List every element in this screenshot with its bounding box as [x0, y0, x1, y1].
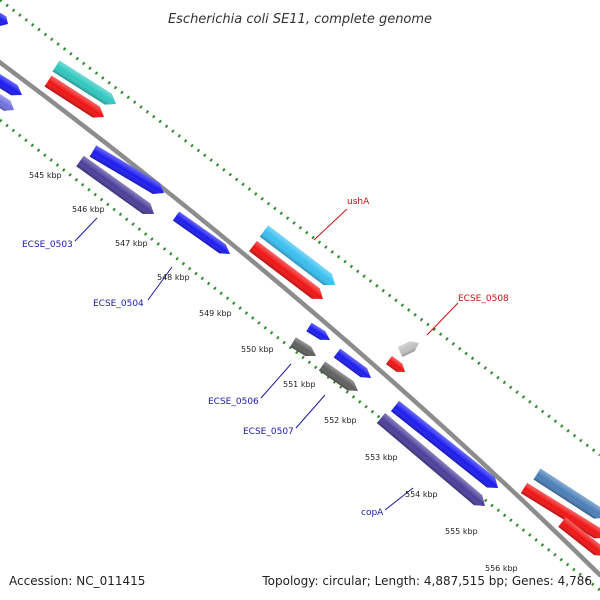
tick-label: 556 kbp [485, 564, 518, 573]
gene-label-copa[interactable]: copA [361, 508, 384, 518]
label-leader-line [384, 487, 414, 511]
gene-arrow[interactable] [386, 355, 408, 376]
gene-arrow[interactable] [376, 413, 489, 511]
gene-arrow[interactable] [249, 240, 327, 304]
gene-arrow[interactable] [76, 155, 158, 220]
tick-label: 550 kbp [241, 345, 274, 354]
gene-label-ecse-0507[interactable]: ECSE_0507 [243, 427, 294, 437]
label-leader-line [147, 266, 173, 301]
gene-label-ecse-0504[interactable]: ECSE_0504 [93, 299, 144, 309]
tick-label: 549 kbp [199, 309, 232, 318]
gene-label-ecse-0506[interactable]: ECSE_0506 [208, 397, 259, 407]
tick-label: 552 kbp [324, 416, 357, 425]
tick-label: 555 kbp [445, 527, 478, 536]
gene-arrow[interactable] [306, 322, 332, 345]
gene-arrow-shading [249, 240, 323, 299]
gene-arrow[interactable] [520, 482, 600, 543]
gene-arrow-shading [390, 400, 499, 489]
genome-backbone [0, 59, 600, 578]
gene-arrow-shading [44, 75, 105, 118]
label-leader-line [74, 217, 98, 242]
gene-arrow-shading [386, 355, 406, 372]
gene-arrow-shading [0, 72, 22, 96]
label-leader-line [426, 302, 459, 336]
gene-arrow-shading [172, 211, 231, 255]
tick-label: 553 kbp [365, 453, 398, 462]
gene-arrow[interactable] [259, 225, 339, 290]
gene-arrow[interactable] [52, 60, 120, 110]
label-leader-line [295, 394, 326, 429]
gene-arrow[interactable] [172, 211, 233, 259]
gene-arrow[interactable] [333, 348, 375, 383]
gene-labels: ushA ECSE_0508 ECSE_0503 ECSE_0504 ECSE_… [22, 197, 509, 518]
gene-arrow[interactable] [390, 400, 502, 493]
accession-text: Accession: NC_011415 [9, 574, 145, 588]
gene-arrow-shading [290, 337, 316, 357]
tick-label: 554 kbp [405, 490, 438, 499]
gene-arrow-shading [376, 413, 485, 506]
tick-label: 551 kbp [283, 380, 316, 389]
tick-label: 546 kbp [72, 205, 105, 214]
gene-label-usha[interactable]: ushA [347, 197, 370, 207]
gene-label-ecse-0503[interactable]: ECSE_0503 [22, 240, 73, 250]
genome-summary-text: Topology: circular; Length: 4,887,515 bp… [261, 574, 592, 588]
tick-label: 547 kbp [115, 239, 148, 248]
gene-arrow-shading [52, 60, 116, 105]
gene-arrow-shading [333, 348, 372, 379]
gene-arrow[interactable] [44, 75, 107, 123]
ruler-dotted-line [0, 0, 600, 457]
gene-arrow[interactable] [558, 517, 600, 560]
gene-arrow-shading [520, 482, 600, 539]
gene-label-ecse-0508[interactable]: ECSE_0508 [458, 294, 509, 304]
gene-track [0, 11, 600, 560]
gene-arrow-shading [0, 11, 8, 26]
gene-arrow-shading [397, 341, 420, 357]
tick-label: 545 kbp [29, 171, 62, 180]
map-title: Escherichia coli SE11, complete genome [168, 12, 432, 27]
gene-arrow-shading [0, 92, 14, 111]
gene-arrow-shading [558, 517, 600, 557]
ruler-dotted-line [0, 118, 600, 592]
gene-arrow[interactable] [0, 72, 25, 100]
gene-arrow[interactable] [290, 337, 319, 360]
gene-arrow-shading [259, 225, 335, 286]
gene-arrow[interactable] [89, 145, 168, 198]
gene-arrow-shading [306, 322, 331, 341]
gene-arrow[interactable] [533, 468, 600, 524]
gene-arrow-shading [89, 145, 164, 195]
gene-arrow-shading [533, 468, 600, 519]
gene-arrow[interactable] [397, 338, 422, 357]
gene-arrow-shading [76, 155, 155, 215]
gene-arrow-shading [318, 361, 358, 391]
tick-labels: 545 kbp 546 kbp 547 kbp 548 kbp 549 kbp … [29, 171, 518, 573]
label-leader-line [313, 208, 348, 241]
tick-label: 548 kbp [157, 273, 190, 282]
gene-arrow[interactable] [0, 92, 17, 115]
gene-arrow[interactable] [0, 11, 11, 28]
gene-arrow[interactable] [318, 361, 361, 395]
label-leaders [74, 208, 459, 511]
label-leader-line [260, 363, 292, 399]
